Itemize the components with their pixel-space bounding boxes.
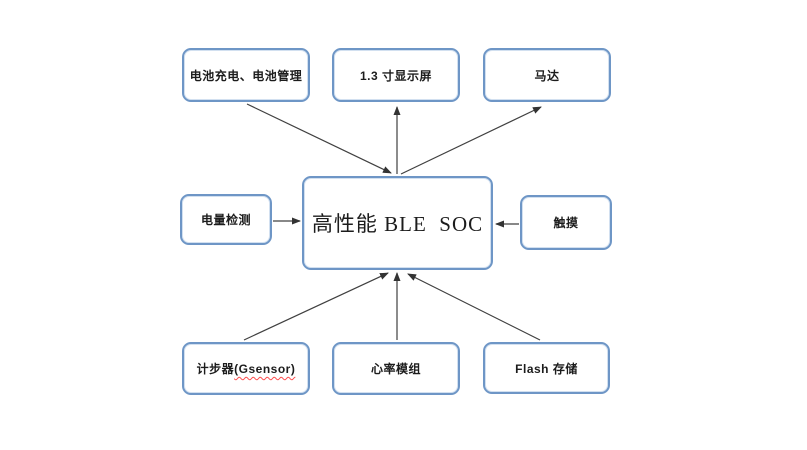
node-flash-storage: Flash 存储 xyxy=(483,342,610,394)
node-battery-management-label: 电池充电、电池管理 xyxy=(189,68,303,83)
edge-battery-to-soc xyxy=(246,103,392,174)
node-power-detection: 电量检测 xyxy=(180,194,272,245)
node-touch-label: 触摸 xyxy=(553,216,579,230)
node-touch: 触摸 xyxy=(520,195,612,250)
edge-flash-to-soc xyxy=(407,273,541,341)
node-heart-rate-module: 心率模组 xyxy=(332,342,460,395)
node-ble-soc-label: 高性能 BLE SOC xyxy=(311,212,484,236)
node-battery-management: 电池充电、电池管理 xyxy=(182,48,310,102)
node-power-detection-label: 电量检测 xyxy=(200,213,251,227)
node-ble-soc-center: 高性能 BLE SOC xyxy=(302,176,493,270)
node-heart-rate-label: 心率模组 xyxy=(370,362,421,376)
node-motor: 马达 xyxy=(483,48,611,102)
node-motor-label: 马达 xyxy=(534,68,560,83)
node-flash-storage-label: Flash 存储 xyxy=(515,361,578,376)
node-display: 1.3 寸显示屏 xyxy=(332,48,460,102)
node-display-label: 1.3 寸显示屏 xyxy=(359,68,433,83)
edge-pedometer-to-soc xyxy=(243,272,389,341)
gsensor-misspelled-text: (Gsensor) xyxy=(234,362,296,376)
edge-soc-to-motor xyxy=(400,106,542,175)
node-pedometer-gsensor: 计步器(Gsensor) xyxy=(182,342,310,395)
node-pedometer-label: 计步器(Gsensor) xyxy=(196,362,296,376)
